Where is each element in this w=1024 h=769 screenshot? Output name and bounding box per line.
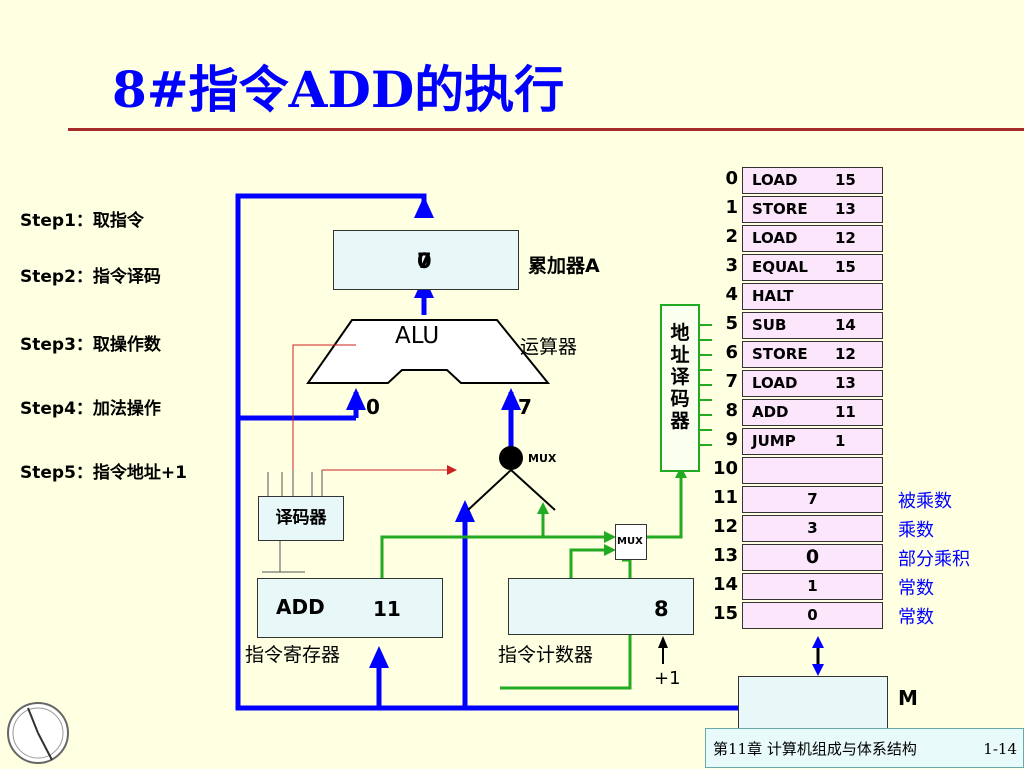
memory-cell-arg: 13 <box>835 374 856 392</box>
memory-cell-arg: 15 <box>835 258 856 276</box>
memory-cell-op: SUB <box>752 316 787 334</box>
memory-cell-value: 7 <box>807 490 818 508</box>
memory-address: 15 <box>712 603 738 624</box>
memory-cell: SUB 14 <box>742 312 883 339</box>
memory-cell-op: EQUAL <box>752 258 808 276</box>
step-5: Step5：指令地址+1 <box>20 463 187 483</box>
memory-cell: ADD 11 <box>742 399 883 426</box>
memory-cell-value: 0 <box>805 546 820 568</box>
pc-increment: +1 <box>654 668 681 689</box>
alu-label: ALU <box>395 323 440 349</box>
clock-icon <box>7 702 69 764</box>
memory-address: 12 <box>712 516 738 537</box>
memory-cell-op: LOAD <box>752 374 798 392</box>
mux-small-label: MUX <box>617 536 643 547</box>
ir-opcode: ADD <box>276 595 325 619</box>
address-decoder-label: 地址译码器 <box>670 322 690 432</box>
accumulator-label: 累加器A <box>528 255 600 277</box>
pc-caption: 指令计数器 <box>498 644 594 666</box>
memory-address: 2 <box>725 226 738 247</box>
address-decoder: 地址译码器 <box>660 304 700 472</box>
memory-address: 14 <box>712 574 738 595</box>
memory-label: M <box>898 686 918 710</box>
mux-top-label: MUX <box>528 452 557 465</box>
memory-cell-arg: 13 <box>835 200 856 218</box>
instruction-register <box>257 578 443 638</box>
memory-address: 11 <box>712 487 738 508</box>
step-1: Step1：取指令 <box>20 211 144 231</box>
memory-cell-arg: 12 <box>835 229 856 247</box>
accumulator-value-b: 0 <box>417 249 432 273</box>
memory-address: 9 <box>725 429 738 450</box>
memory-address: 4 <box>725 284 738 305</box>
memory-cell-value: 1 <box>807 577 818 595</box>
memory-cell-arg: 1 <box>835 432 846 450</box>
memory-cell: LOAD 12 <box>742 225 883 252</box>
memory-cell-op: HALT <box>752 287 794 305</box>
memory-address: 1 <box>725 197 738 218</box>
step-4: Step4：加法操作 <box>20 399 161 419</box>
memory-cell: 0 <box>742 544 883 571</box>
alu-input-right: 7 <box>518 395 532 419</box>
memory-cell-arg: 12 <box>835 345 856 363</box>
pc-value: 8 <box>654 597 669 621</box>
footer-page: 1-14 <box>983 740 1017 758</box>
ir-caption: 指令寄存器 <box>245 644 341 666</box>
memory-cell: EQUAL 15 <box>742 254 883 281</box>
memory-address: 3 <box>725 255 738 276</box>
alu-input-left: 0 <box>366 395 380 419</box>
footer-chapter: 第11章 计算机组成与体系结构 <box>713 740 917 758</box>
memory-cell-value: 0 <box>807 606 818 624</box>
footer-bar: 第11章 计算机组成与体系结构 1-14 <box>705 728 1024 768</box>
memory-cell: HALT <box>742 283 883 310</box>
memory-cell: 3 <box>742 515 883 542</box>
program-counter <box>508 578 694 635</box>
memory-address: 0 <box>725 168 738 189</box>
memory-cell: JUMP 1 <box>742 428 883 455</box>
memory-cell-op: JUMP <box>752 432 796 450</box>
mux-small-box: MUX <box>615 524 647 560</box>
memory-unit <box>738 676 888 729</box>
memory-cell: STORE 13 <box>742 196 883 223</box>
memory-address: 8 <box>725 400 738 421</box>
page-title: 8#指令ADD的执行 <box>112 60 565 119</box>
memory-note: 常数 <box>898 578 934 599</box>
memory-address: 7 <box>725 371 738 392</box>
memory-cell: 1 <box>742 573 883 600</box>
memory-cell-op: ADD <box>752 403 789 421</box>
memory-note: 常数 <box>898 607 934 628</box>
memory-cell-op: STORE <box>752 345 808 363</box>
memory-address: 6 <box>725 342 738 363</box>
memory-cell: LOAD 13 <box>742 370 883 397</box>
ir-operand: 11 <box>373 597 401 621</box>
step-2: Step2：指令译码 <box>20 267 161 287</box>
accumulator-register <box>333 230 519 290</box>
memory-cell-arg: 11 <box>835 403 856 421</box>
memory-address: 5 <box>725 313 738 334</box>
memory-cell: 0 <box>742 602 883 629</box>
instruction-decoder: 译码器 <box>258 496 344 541</box>
memory-note: 被乘数 <box>898 491 952 512</box>
memory-cell: 7 <box>742 486 883 513</box>
alu-caption: 运算器 <box>520 336 578 358</box>
memory-cell <box>742 457 883 484</box>
memory-cell-value: 3 <box>807 519 818 537</box>
alu-shape <box>306 319 551 384</box>
memory-cell-arg: 14 <box>835 316 856 334</box>
accumulator-value-a: 7 <box>417 249 432 273</box>
step-3: Step3：取操作数 <box>20 335 161 355</box>
memory-cell: LOAD 15 <box>742 167 883 194</box>
memory-address: 13 <box>712 545 738 566</box>
memory-cell-op: LOAD <box>752 171 798 189</box>
memory-cell: STORE 12 <box>742 341 883 368</box>
memory-cell-op: STORE <box>752 200 808 218</box>
memory-address: 10 <box>712 458 738 479</box>
memory-cell-op: LOAD <box>752 229 798 247</box>
memory-cell-arg: 15 <box>835 171 856 189</box>
title-underline <box>68 128 1024 131</box>
memory-note: 部分乘积 <box>898 549 970 570</box>
memory-note: 乘数 <box>898 520 934 541</box>
